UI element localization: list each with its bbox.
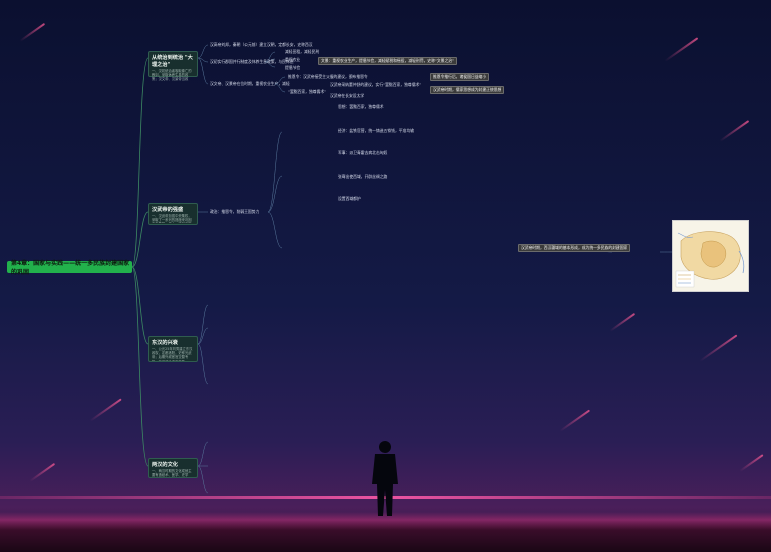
silhouette-figure-icon (372, 441, 398, 516)
leaf-label[interactable]: 汉武帝采纳董仲舒的建议，实行“罢黜百家，独尊儒术” (330, 82, 422, 87)
branch-label[interactable]: 政治：推恩令，削弱王国势力 (210, 209, 260, 214)
topic-title: 从统治到统治 "大理之治" (152, 55, 193, 68)
mindmap-root[interactable]: 第4章：国家与实践——统一多民族封建国家的巩固 (7, 260, 132, 276)
leaf-label[interactable]: 思想：罢黜百家，独尊儒术 (338, 104, 384, 109)
topic-eastern-han[interactable]: 东汉的兴衰 一、公元25年刘秀建立东汉政权，定都洛阳，史称光武帝；后期外戚宦官交… (148, 336, 198, 362)
sub-label[interactable]: 减轻田租，减轻民刑 (285, 49, 320, 54)
highlight-note[interactable]: 推恩令推行后，诸侯国日益缩小 (430, 73, 490, 81)
leaf-label[interactable]: 设置西域都护 (338, 196, 361, 201)
topic-note: 一、汉初统治者吸取秦亡的教训，采取休养生息的政策；汉文帝、汉景帝当政时，继续推行… (152, 69, 192, 81)
topic-title: 汉武帝的强盛 (152, 207, 184, 213)
highlight-note[interactable]: 文景：重视农业生产，提倡节俭，减轻赋税和徭役，减轻刑罚，史称“文景之治” (318, 57, 458, 65)
topic-note: 一、两汉时期的文化成就主要有造纸术、医学、史学等。 (152, 469, 192, 477)
topic-han-culture[interactable]: 两汉的文化 一、两汉时期的文化成就主要有造纸术、医学、史学等。 (148, 458, 198, 478)
western-han-map[interactable] (672, 220, 749, 292)
leaf-label[interactable]: 汉武帝在长安设太学 (330, 93, 365, 98)
topic-title: 两汉的文化 (152, 462, 178, 468)
leaf-label[interactable]: 张骞出使西域，开辟丝绸之路 (338, 174, 388, 179)
highlight-note[interactable]: 汉武帝时期，儒家思想成为封建正统思想 (430, 86, 505, 94)
leaf-label[interactable]: 推恩令：汉武帝接受主父偃的建议，颁布推恩令 (288, 74, 368, 79)
topic-western-han-rule[interactable]: 从统治到统治 "大理之治" 一、汉初统治者吸取秦亡的教训，采取休养生息的政策；汉… (148, 51, 198, 81)
horizon-glow (0, 496, 771, 499)
sub-label[interactable]: 提倡节俭 (285, 65, 301, 70)
sub-label[interactable]: 重视农业 (285, 57, 301, 62)
highlight-note[interactable]: 汉武帝时期，西汉疆域的基本形成，成为统一多民族的封建国家 (518, 244, 631, 252)
branch-label[interactable]: 汉初实行郡国并行制度及休养生息政策，与民休息 (210, 59, 294, 64)
topic-title: 东汉的兴衰 (152, 340, 178, 346)
leaf-label[interactable]: 军事：派卫青霍去病北击匈奴 (338, 150, 388, 155)
leaf-label[interactable]: 经济：盐铁官营，统一铸造五铢钱，平准均输 (338, 128, 414, 133)
topic-emperor-wu[interactable]: 汉武帝的强盛 一、汉武帝加强中央集权，采取了一系列的措施来巩固中央集权，使大一统… (148, 203, 198, 225)
branch-label[interactable]: 汉高帝刘邦，秦朝（公元前）建立汉朝，定都长安，史称西汉 (210, 42, 313, 47)
topic-note: 一、汉武帝加强中央集权，采取了一系列的措施来巩固中央集权，使大一统局面形成。 (152, 214, 192, 223)
map-illustration (673, 221, 748, 291)
branch-label[interactable]: 汉文帝、汉景帝在位时期，重视农业生产，减轻赋税和徭役，推行“文景之治” (210, 81, 290, 86)
topic-note: 一、公元25年刘秀建立东汉政权，定都洛阳，史称光武帝；后期外戚宦官交替专权，东汉… (152, 347, 193, 361)
ground (0, 512, 771, 552)
leaf-label[interactable]: “罢黜百家，独尊儒术” (288, 89, 327, 94)
